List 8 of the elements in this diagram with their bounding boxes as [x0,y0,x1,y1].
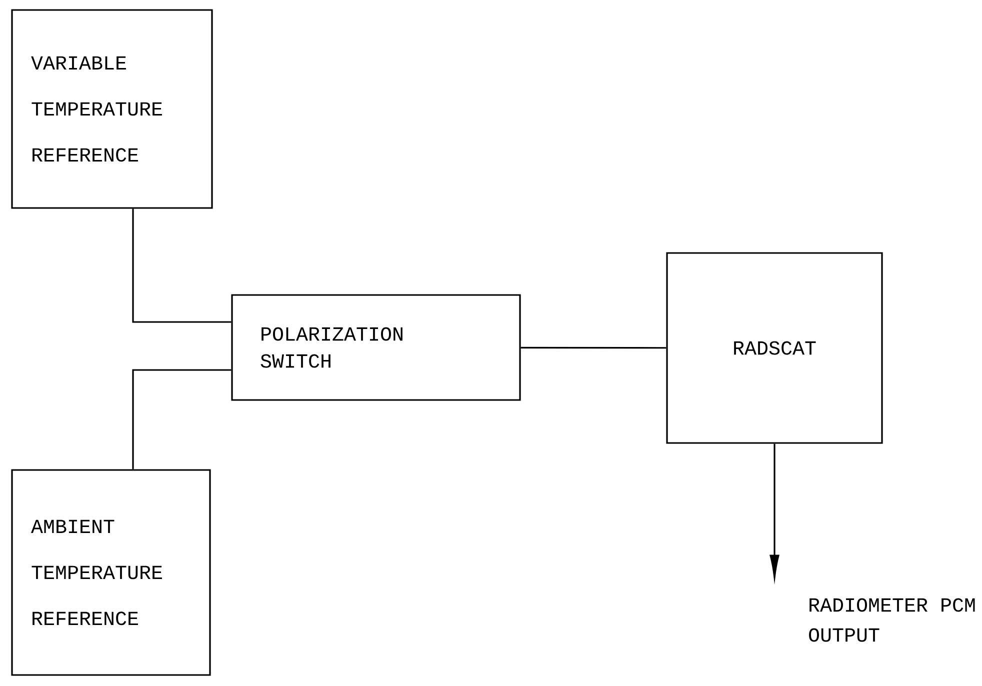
output-label: RADIOMETER PCM OUTPUT [809,598,975,642]
switch-box: POLARIZATION SWITCH [231,294,521,401]
connector-line [132,208,232,323]
connector-line [132,369,232,470]
connector-line [520,346,666,349]
instrument-box: RADSCAT [666,252,883,444]
reference-box: VARIABLE TEMPERATURE REFERENCE [11,9,213,209]
reference-box: AMBIENT TEMPERATURE REFERENCE [11,469,211,676]
